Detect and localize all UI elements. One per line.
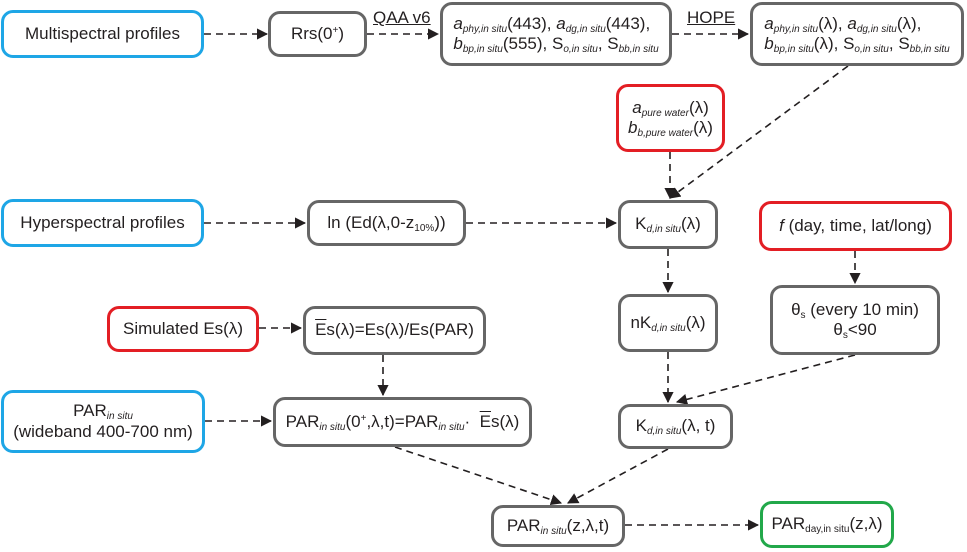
node-pure-water: apure water(λ) bb,pure water(λ) <box>616 84 725 152</box>
node-solar-zenith: θs (every 10 min) θs<90 <box>770 285 940 355</box>
node-kd: Kd,in situ(λ) <box>618 200 718 249</box>
node-hyperspectral-profiles: Hyperspectral profiles <box>1 199 204 247</box>
hyperspectral-label: Hyperspectral profiles <box>20 212 185 232</box>
qaa-line-2: bbp,in situ(555), So,in situ, Sbb,in sit… <box>453 34 659 55</box>
rrs-label: Rrs(0+) <box>290 23 345 43</box>
parz-label: PARin situ(z,λ,t) <box>506 515 610 537</box>
node-kd-time: Kd,in situ(λ, t) <box>618 404 733 449</box>
esbar-label: Es(λ)=Es(λ)/Es(PAR) <box>315 320 474 340</box>
edge-hope-to-kd <box>669 65 849 199</box>
parday-label: PARday,in situ(z,λ) <box>771 514 883 536</box>
node-hope-iops: aphy,in situ(λ), adg,in situ(λ), bbp,in … <box>750 2 964 66</box>
node-normalized-es: Es(λ)=Es(λ)/Es(PAR) <box>303 306 486 355</box>
edge-label-qaa: QAA v6 <box>373 8 431 27</box>
nkd-label: nKd,in situ(λ) <box>630 312 706 334</box>
node-par-depth-time: PARin situ(z,λ,t) <box>491 505 625 547</box>
parin-line-1: PARin situ <box>73 401 133 423</box>
hope-line-2: bbp,in situ(λ), So,in situ, Sbb,in situ <box>764 34 950 55</box>
qaa-line-1: aphy,in situ(443), adg,in situ(443), <box>453 13 651 35</box>
edge-theta-to-kdt <box>675 354 856 405</box>
node-multispectral-profiles: Multispectral profiles <box>1 10 204 58</box>
hope-line-1: aphy,in situ(λ), adg,in situ(λ), <box>764 13 922 35</box>
parcalc-label: PARin situ(0+,λ,t)=PARin situ· Es(λ) <box>285 411 520 433</box>
simes-label: Simulated Es(λ) <box>123 318 243 338</box>
kdt-label: Kd,in situ(λ, t) <box>635 416 716 438</box>
node-par-in-situ: PARin situ (wideband 400-700 nm) <box>1 390 205 453</box>
parin-line-2: (wideband 400-700 nm) <box>13 421 193 441</box>
ln-label: ln (Ed(λ,0-z10%)) <box>327 212 446 234</box>
edge-kdt-to-parz <box>567 448 669 504</box>
node-solar-geometry-inputs: f (day, time, lat/long) <box>759 201 952 251</box>
node-nkd: nKd,in situ(λ) <box>618 294 718 352</box>
multispectral-label: Multispectral profiles <box>25 23 180 43</box>
node-ln-ed: ln (Ed(λ,0-z10%)) <box>307 200 466 246</box>
node-simulated-es: Simulated Es(λ) <box>107 306 259 352</box>
node-par-daily: PARday,in situ(z,λ) <box>760 501 894 548</box>
node-par-surface-spectral: PARin situ(0+,λ,t)=PARin situ· Es(λ) <box>273 397 532 447</box>
fday-label: f (day, time, lat/long) <box>779 215 932 235</box>
edge-parcalc-to-parz <box>394 446 563 506</box>
theta-line-1: θs (every 10 min) <box>791 299 919 321</box>
kd-label: Kd,in situ(λ) <box>635 214 701 236</box>
theta-line-2: θs<90 <box>833 320 877 341</box>
purewater-line-1: apure water(λ) <box>632 97 709 119</box>
purewater-line-2: bb,pure water(λ) <box>628 118 713 139</box>
node-qaa-iops: aphy,in situ(443), adg,in situ(443), bbp… <box>440 2 672 66</box>
node-rrs: Rrs(0+) <box>268 11 367 57</box>
edge-label-hope: HOPE <box>687 8 736 27</box>
